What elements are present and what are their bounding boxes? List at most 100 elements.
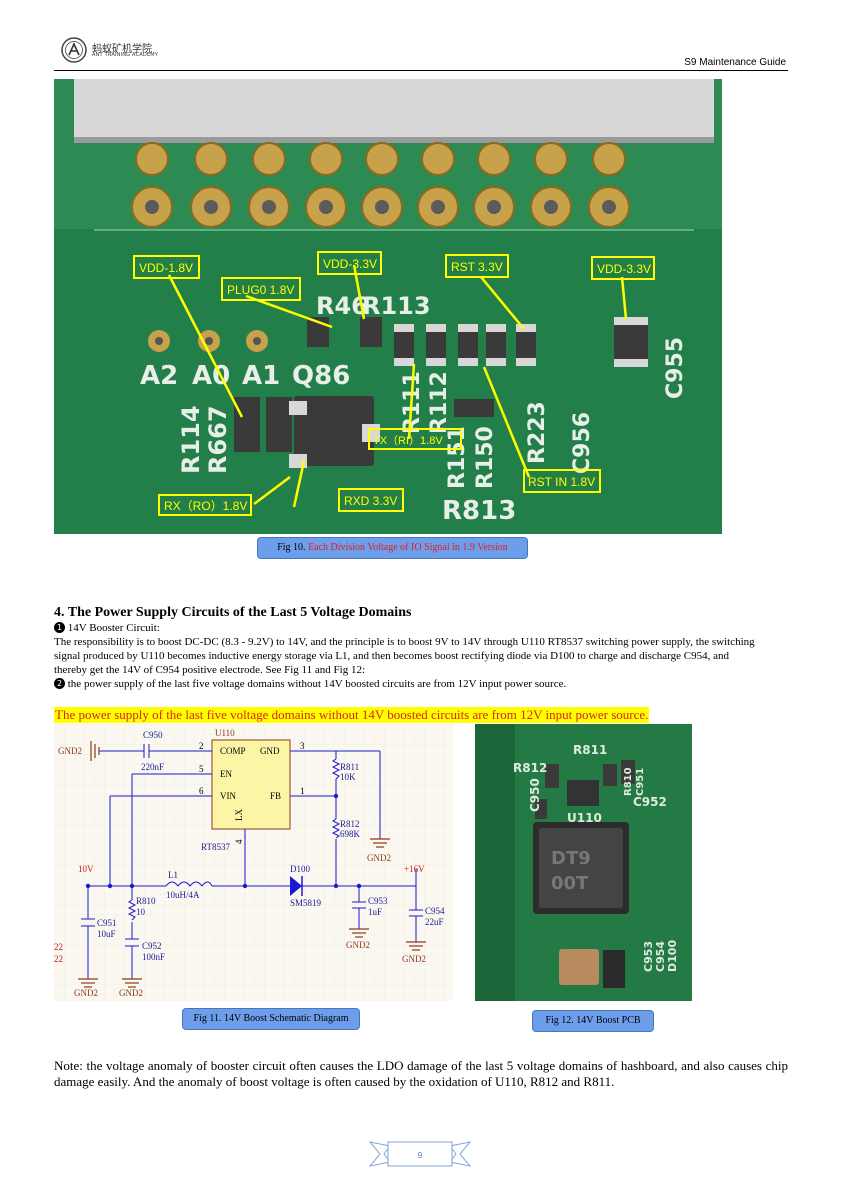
sch-gnd2-left: GND2 (58, 746, 82, 756)
sch-pin5: 5 (199, 764, 204, 774)
sch-vin: VIN (220, 791, 236, 801)
label-vdd-1v8: VDD-1.8V (139, 261, 193, 275)
sch-d100: D100 (290, 864, 310, 874)
pcb-r811: R811 (573, 743, 607, 757)
silk-a0: A0 (192, 361, 230, 391)
number-2-icon: 2 (54, 678, 65, 689)
sch-r810: R810 (136, 896, 156, 906)
page-number-banner (368, 1138, 472, 1170)
pcb-r810: R810 (623, 767, 634, 796)
item2-line: 2 the power supply of the last five volt… (54, 677, 764, 691)
label-rxd: RXD 3.3V (344, 494, 397, 508)
sch-l1-val: 10uH/4A (166, 890, 200, 900)
figure-10-caption: Fig 10. Each Division Voltage of IO Sign… (257, 537, 528, 559)
silk-q86: Q86 (292, 361, 350, 391)
pcb-c952: C952 (633, 795, 667, 809)
sch-d100-val: SM5819 (290, 898, 322, 908)
pcb-r812: R812 (513, 761, 547, 775)
logo-text-cn: 蚂蚁矿机学院 (92, 44, 152, 55)
figure-11-caption: Fig 11. 14V Boost Schematic Diagram (182, 1008, 360, 1030)
item1-body: The responsibility is to boost DC-DC (8.… (54, 636, 755, 676)
label-tx: TX（RI）1.8V (373, 434, 443, 447)
document-header-title: S9 Maintenance Guide (684, 57, 786, 68)
silk-r113: R113 (362, 292, 431, 320)
label-rx: RX（RO）1.8V (164, 499, 247, 513)
sch-c953-val: 1uF (368, 907, 382, 917)
pcb-c950: C950 (528, 778, 542, 812)
silk-r223: R223 (525, 401, 550, 464)
sch-u110: U110 (215, 728, 235, 738)
sch-pin6: 6 (199, 786, 204, 796)
silk-a2: A2 (140, 361, 178, 391)
sch-22b: 22 (54, 954, 63, 964)
sch-rt8537: RT8537 (201, 842, 230, 852)
sch-fb: FB (270, 791, 281, 801)
boost-schematic-diagram: GND2 U110 10V +16V 22 22 GND2 GND2 GND2 … (54, 724, 453, 1001)
sch-r811-val: 10K (340, 772, 356, 782)
label-rst-in: RST IN 1.8V (528, 475, 595, 489)
silk-a1: A1 (242, 361, 280, 391)
label-plug0: PLUG0 1.8V (227, 283, 294, 297)
label-vdd-3v3-a: VDD-3.3V (323, 257, 377, 271)
header-divider (54, 70, 788, 71)
sch-c951: C951 (97, 918, 117, 928)
sch-en: EN (220, 769, 232, 779)
sch-c953: C953 (368, 896, 388, 906)
number-1-icon: 1 (54, 622, 65, 633)
sch-pin4: 4 (234, 839, 244, 844)
pcb-c954: C954 (654, 941, 667, 972)
academy-logo (60, 36, 170, 64)
pcb-u110: U110 (567, 811, 602, 825)
sch-c950-val: 220nF (141, 762, 164, 772)
pcb-io-voltage-photo: A2 A0 A1 Q86 R46 R113 R114 R667 R111 R11… (54, 79, 722, 534)
sch-pin3: 3 (300, 741, 305, 751)
label-rst-3v3: RST 3.3V (451, 260, 503, 274)
sch-c952: C952 (142, 941, 162, 951)
sch-gnd2-fb: GND2 (367, 853, 391, 863)
logo-text-en: ANT TRAINING ACADEMY (92, 52, 159, 58)
item1-heading: 1 14V Booster Circuit: (54, 621, 764, 635)
note-paragraph: Note: the voltage anomaly of booster cir… (54, 1058, 788, 1089)
page-number: 9 (417, 1151, 423, 1160)
pcb-d100: D100 (666, 940, 679, 972)
sch-r811: R811 (340, 762, 359, 772)
svg-text:DT9: DT9 (551, 848, 591, 869)
highlight-statement: The power supply of the last five voltag… (54, 707, 650, 723)
silk-r114: R114 (177, 405, 205, 474)
figure-12-caption: Fig 12. 14V Boost PCB (532, 1010, 654, 1032)
silk-r112: R112 (427, 371, 452, 434)
sch-pin1: 1 (300, 786, 305, 796)
svg-text:00T: 00T (551, 873, 589, 894)
figure-10-caption-prefix: Fig 10. (277, 542, 306, 553)
pcb-c953: C953 (642, 941, 655, 972)
sch-gnd2-c: GND2 (346, 940, 370, 950)
pcb-c951: C951 (635, 768, 646, 796)
sch-r812-val: 698K (340, 829, 361, 839)
sch-22a: 22 (54, 942, 63, 952)
sch-c952-val: 100nF (142, 952, 165, 962)
sch-r810-val: 10 (136, 907, 146, 917)
sch-c950: C950 (143, 730, 163, 740)
sch-lx: LX (234, 809, 244, 821)
sch-gnd: GND (260, 746, 280, 756)
label-vdd-3v3-b: VDD-3.3V (597, 262, 651, 276)
boost-pcb-photo: DT9 00T R811 R812 C950 R810 C951 C952 U1… (475, 724, 692, 1001)
item1-head-text: 14V Booster Circuit: (67, 622, 160, 634)
silk-c956: C956 (570, 412, 595, 474)
sch-gnd2-a: GND2 (74, 988, 98, 998)
sch-10v: 10V (78, 864, 94, 874)
sch-comp: COMP (220, 746, 246, 756)
silk-r151: R151 (445, 426, 470, 489)
sch-pin2: 2 (199, 741, 204, 751)
silk-r150: R150 (473, 426, 498, 489)
sch-gnd2-d: GND2 (402, 954, 426, 964)
silk-c955: C955 (663, 337, 688, 399)
sch-c954-val: 22uF (425, 917, 444, 927)
sch-c954: C954 (425, 906, 445, 916)
item2-body-text: the power supply of the last five voltag… (67, 678, 567, 690)
figure-10-caption-text: Each Division Voltage of IO Signal in 1.… (308, 542, 508, 553)
silk-r813: R813 (442, 496, 516, 526)
silk-r667: R667 (204, 405, 232, 474)
sch-c951-val: 10uF (97, 929, 116, 939)
sch-r812: R812 (340, 819, 360, 829)
